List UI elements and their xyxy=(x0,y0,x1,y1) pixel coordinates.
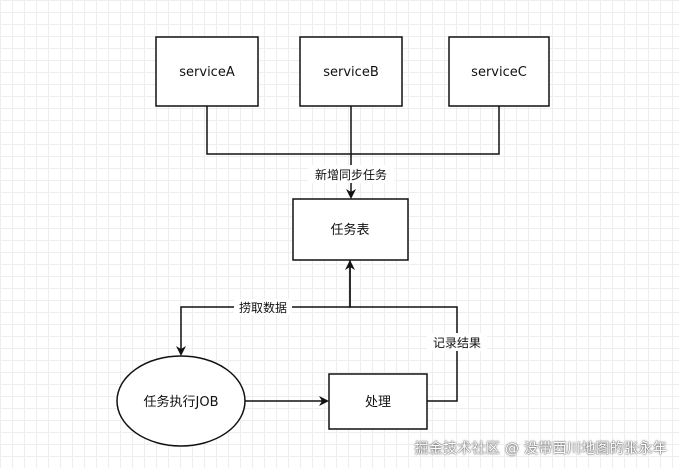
record-result-label: 记录结果 xyxy=(433,336,481,350)
services-merge-connector xyxy=(206,106,500,155)
new-sync-task-label: 新增同步任务 xyxy=(315,167,387,182)
fetch-data-label: 捞取数据 xyxy=(239,300,287,315)
process-node: 处理 xyxy=(328,373,428,430)
service-a-label: serviceA xyxy=(179,65,235,80)
service-c-label: serviceC xyxy=(471,65,527,80)
service-c-node: serviceC xyxy=(448,36,550,107)
task-job-node: 任务执行JOB xyxy=(116,355,246,447)
service-b-node: serviceB xyxy=(299,36,403,107)
service-a-node: serviceA xyxy=(155,36,259,107)
task-table-label: 任务表 xyxy=(330,222,369,238)
task-table-node: 任务表 xyxy=(292,198,409,261)
task-job-label: 任务执行JOB xyxy=(144,394,219,410)
process-label: 处理 xyxy=(365,395,391,410)
service-b-label: serviceB xyxy=(323,65,379,80)
record-result-arrow xyxy=(345,260,458,402)
watermark-text: 掘金技术社区 @ 没带西川地图的张永年 xyxy=(414,441,667,457)
